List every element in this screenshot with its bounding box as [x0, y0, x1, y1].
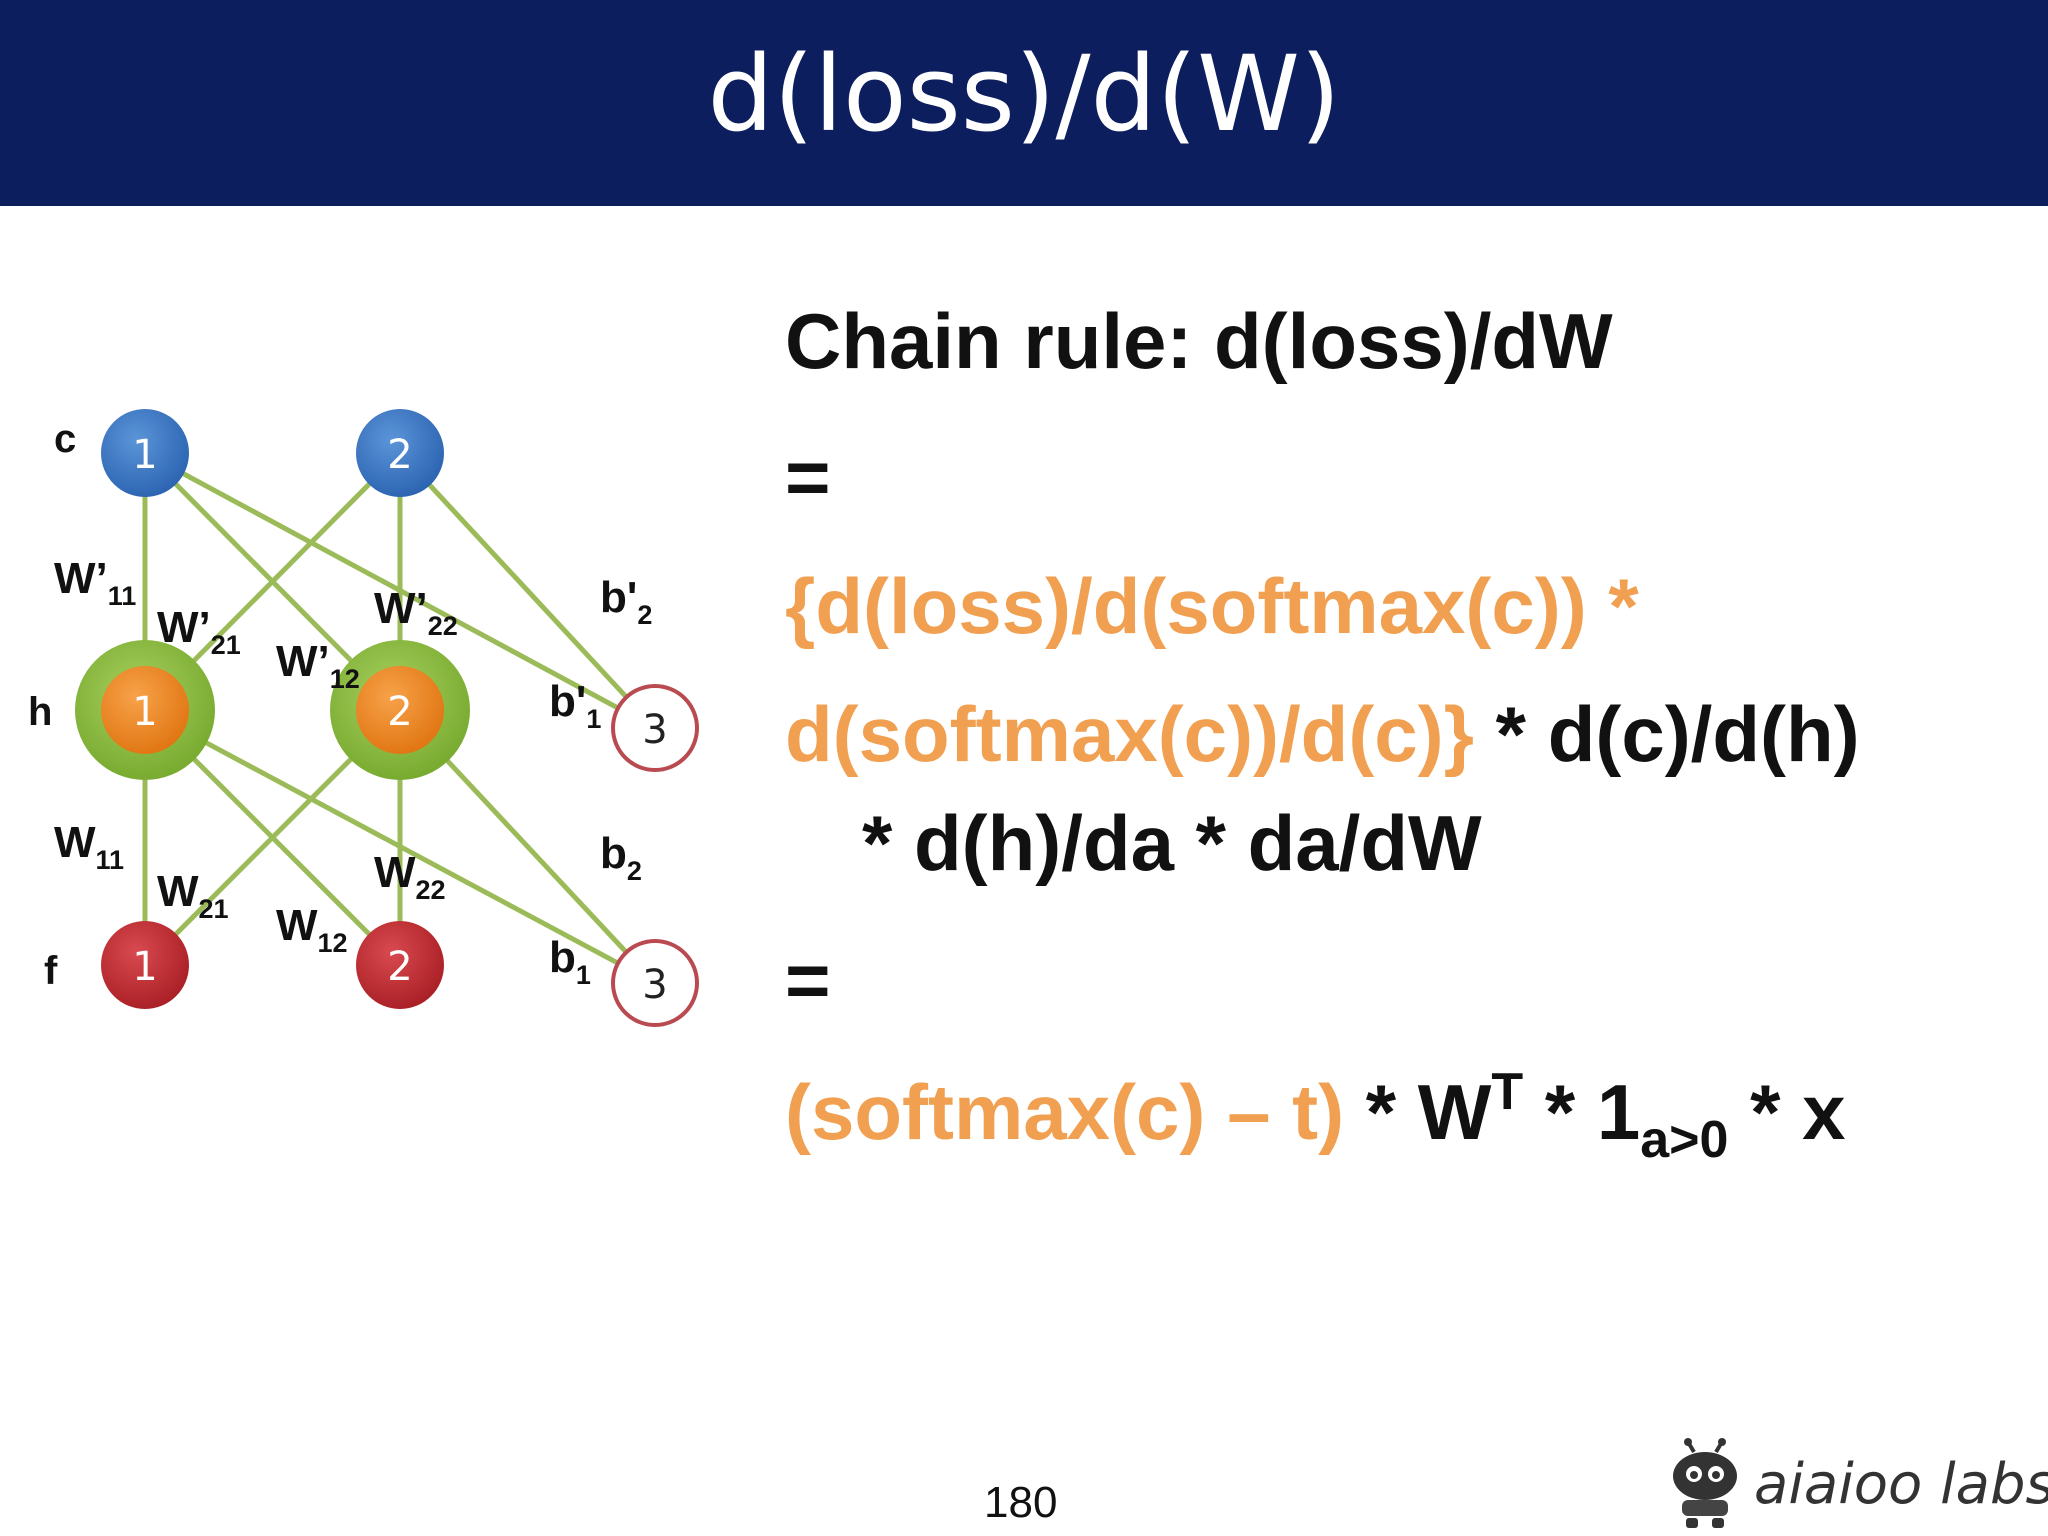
edge-c2-bias [398, 451, 657, 730]
weight-label-wp22: W’22 [374, 584, 458, 641]
weight-label-wp11: W’11 [54, 554, 136, 611]
slide-title: d(loss)/d(W) [707, 33, 1341, 155]
weight-label-b2: b2 [600, 829, 642, 886]
output-node-1: 1 [101, 409, 189, 497]
weight-label-w11: W11 [54, 818, 124, 875]
times-x: * x [1728, 1068, 1846, 1156]
input-node-2-label: 2 [387, 944, 412, 990]
bias-node-top-label: 3 [642, 707, 667, 753]
weight-label-bp1: b'1 [549, 677, 601, 734]
weight-label-w22: W22 [374, 848, 446, 905]
equals-sign-1: = [785, 433, 831, 521]
input-node-2: 2 [356, 921, 444, 1009]
weight-label-wp12: W’12 [276, 637, 360, 694]
equation-result: (softmax(c) – t) * WT * 1a>0 * x [785, 1066, 1846, 1166]
transpose-superscript: T [1491, 1063, 1524, 1121]
bias-node-bottom-label: 3 [642, 962, 667, 1008]
page-number: 180 [984, 1478, 1058, 1527]
hidden-node-1-label: 1 [132, 689, 157, 735]
weight-label-w12: W12 [276, 901, 348, 958]
layer-label-hidden: h [28, 690, 52, 734]
times-w: * W [1344, 1068, 1492, 1156]
times-one: * 1 [1523, 1068, 1641, 1156]
neural-network-diagram: c h f 1 2 1 2 1 2 3 3 W’11 W’21 W’12 W [28, 409, 699, 1027]
indicator-subscript: a>0 [1640, 1111, 1729, 1169]
weight-label-wp21: W’21 [157, 603, 241, 660]
output-node-2-label: 2 [387, 432, 412, 478]
hidden-node-1: 1 [75, 640, 215, 780]
dc-dh-term: * d(c)/d(h) [1474, 690, 1860, 778]
title-bar: d(loss)/d(W) [0, 0, 2048, 206]
bias-node-top: 3 [611, 684, 699, 772]
input-node-1: 1 [101, 921, 189, 1009]
output-node-2: 2 [356, 409, 444, 497]
layer-label-input: f [44, 949, 58, 993]
weight-label-b1: b1 [549, 933, 591, 990]
equals-sign-2: = [785, 936, 831, 1024]
output-node-1-label: 1 [132, 432, 157, 478]
softmax-derivative-term: d(softmax(c))/d(c)} [785, 690, 1475, 778]
logo-text: aiaioo labs [1754, 1452, 2048, 1517]
robot-mascot-icon [1673, 1438, 1737, 1528]
input-node-1-label: 1 [132, 944, 157, 990]
layer-label-output: c [54, 417, 76, 461]
hidden-node-2: 2 [330, 640, 470, 780]
bias-node-bottom: 3 [611, 939, 699, 1027]
equation-line-softmax-derivative: d(softmax(c))/d(c)} * d(c)/d(h) [785, 695, 1860, 773]
softmax-minus-target: (softmax(c) – t) [785, 1068, 1345, 1156]
weight-label-w21: W21 [157, 867, 229, 924]
weight-label-bp2: b'2 [600, 573, 652, 630]
hidden-node-2-label: 2 [387, 689, 412, 735]
equation-line-dh-da: * d(h)/da * da/dW [862, 799, 1482, 887]
chain-rule-heading: Chain rule: d(loss)/dW [785, 297, 1613, 385]
equation-line-softmax-loss: {d(loss)/d(softmax(c)) * [785, 562, 1639, 650]
